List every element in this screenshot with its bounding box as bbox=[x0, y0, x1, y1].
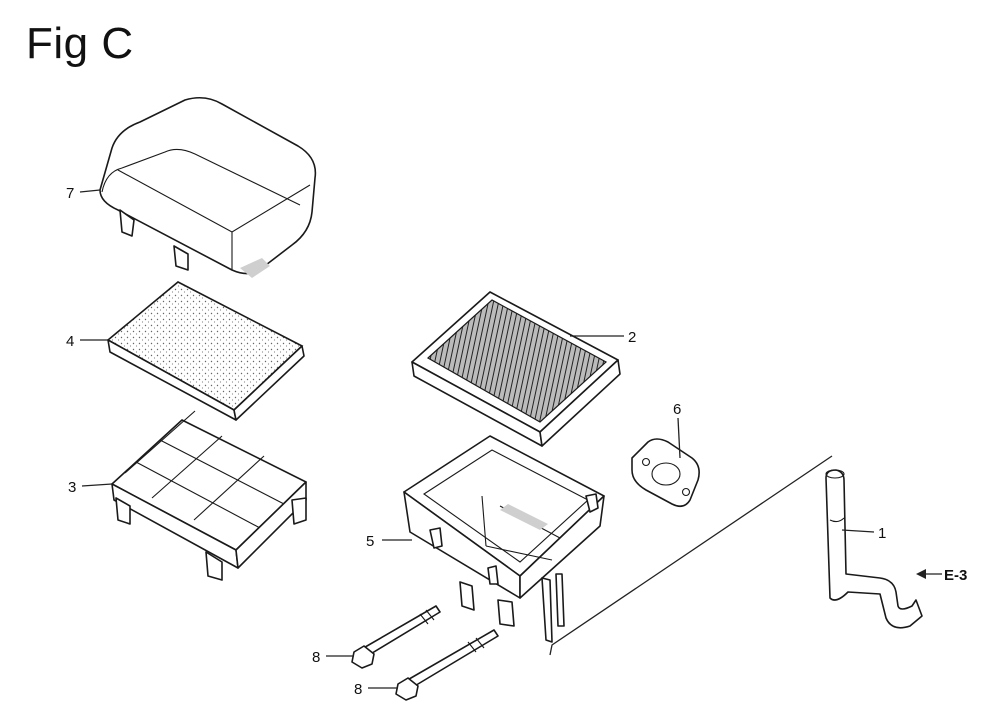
breather-tube bbox=[825, 469, 923, 629]
callout-8-lower: 8 bbox=[354, 681, 362, 698]
callout-2: 2 bbox=[628, 329, 636, 346]
leader-lines bbox=[79, 189, 942, 689]
reference-e3[interactable]: E-3 bbox=[944, 567, 967, 584]
callout-4: 4 bbox=[66, 333, 74, 350]
callout-3: 3 bbox=[68, 479, 76, 496]
bolt-lower bbox=[395, 629, 499, 701]
assembly-bracket bbox=[549, 455, 833, 656]
air-cleaner-cover bbox=[99, 96, 317, 278]
air-cleaner-case bbox=[403, 435, 605, 643]
callout-6: 6 bbox=[673, 401, 681, 418]
foam-filter bbox=[106, 281, 305, 421]
callout-5: 5 bbox=[366, 533, 374, 550]
callout-8-upper: 8 bbox=[312, 649, 320, 666]
element-grid bbox=[111, 410, 307, 581]
bolt-upper bbox=[351, 605, 441, 669]
callout-7: 7 bbox=[66, 185, 74, 202]
gasket bbox=[631, 438, 700, 508]
paper-filter bbox=[411, 291, 621, 447]
callout-1: 1 bbox=[878, 525, 886, 542]
figure-title: Fig C bbox=[26, 19, 134, 68]
